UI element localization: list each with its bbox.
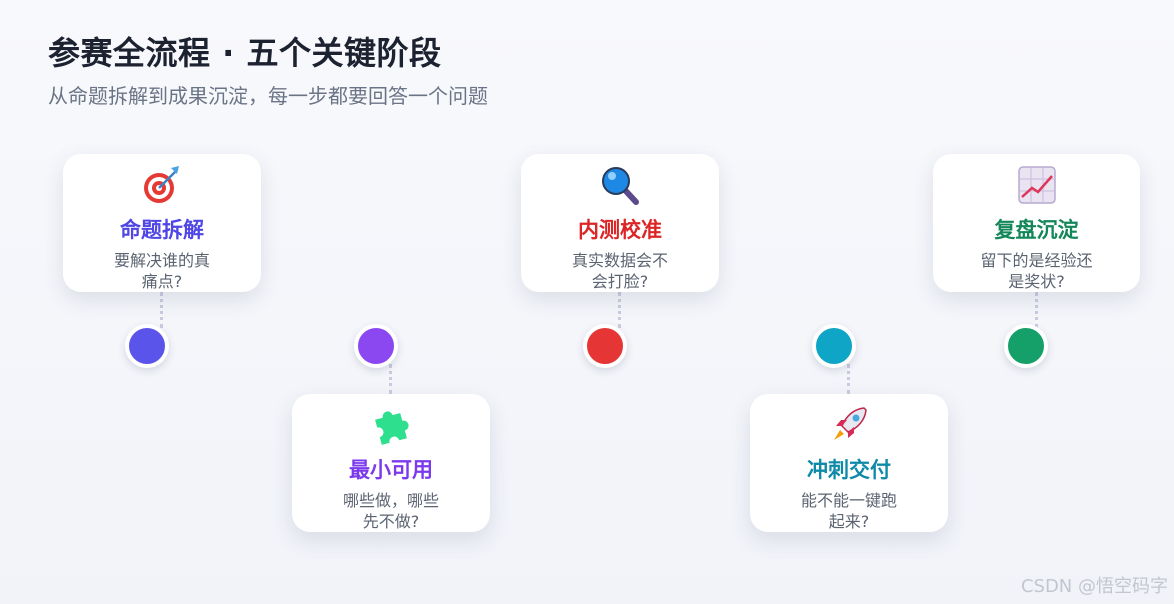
timeline-dot-4: [812, 324, 856, 368]
stage-desc-2: 哪些做，哪些先不做?: [342, 491, 439, 531]
magnifier-icon: [602, 167, 639, 205]
stage-desc-5: 留下的是经验还是奖状?: [980, 251, 1093, 291]
stage-desc-3: 真实数据会不会打脸?: [571, 251, 668, 291]
stage-card-2: 最小可用 哪些做，哪些先不做?: [292, 394, 490, 532]
page-subtitle: 从命题拆解到成果沉淀，每一步都要回答一个问题: [48, 84, 488, 108]
page-title: 参赛全流程 · 五个关键阶段: [48, 34, 442, 72]
stage-desc-4: 能不能一键跑起来?: [800, 491, 897, 531]
chart-up-icon: [1017, 166, 1056, 204]
timeline-dot-3: [583, 324, 627, 368]
target-icon: [144, 166, 179, 203]
stage-name-4: 冲刺交付: [807, 458, 891, 482]
stage-card-3: 内测校准 真实数据会不会打脸?: [521, 154, 719, 292]
timeline-dot-1: [125, 324, 169, 368]
rocket-icon: [834, 407, 867, 440]
stage-card-1: 命题拆解 要解决谁的真痛点?: [63, 154, 261, 292]
stage-desc-1: 要解决谁的真痛点?: [113, 251, 210, 291]
stage-name-3: 内测校准: [578, 218, 662, 242]
connector-2: [389, 364, 392, 394]
stage-name-2: 最小可用: [349, 458, 433, 482]
connector-4: [847, 364, 850, 394]
connector-1: [160, 292, 163, 328]
watermark: CSDN @悟空码字: [1020, 576, 1168, 597]
connector-3: [618, 292, 621, 328]
stage-name-1: 命题拆解: [120, 218, 204, 242]
stage-card-5: 复盘沉淀 留下的是经验还是奖状?: [933, 154, 1140, 292]
connector-5: [1035, 292, 1038, 328]
stage-card-4: 冲刺交付 能不能一键跑起来?: [750, 394, 948, 532]
timeline-dot-5: [1004, 324, 1048, 368]
timeline-dot-2: [354, 324, 398, 368]
puzzle-icon: [375, 411, 409, 445]
stage-name-5: 复盘沉淀: [994, 218, 1079, 242]
